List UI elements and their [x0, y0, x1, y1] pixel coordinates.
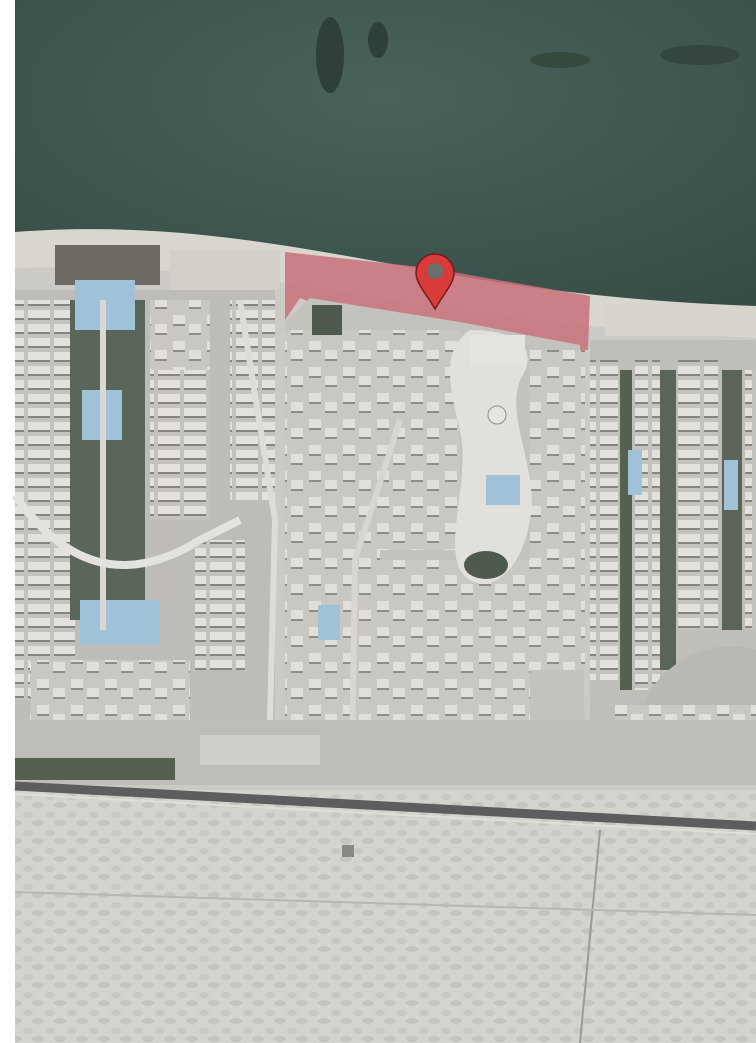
map-margin — [0, 0, 15, 1043]
map-pin-icon[interactable] — [415, 253, 455, 311]
coastal-highway — [14, 781, 756, 831]
right-compound — [590, 306, 756, 760]
central-resort — [285, 298, 585, 761]
desert-track — [579, 829, 601, 1043]
left-compound — [11, 280, 279, 730]
green-strip — [15, 758, 175, 780]
beach-umbrellas — [55, 245, 160, 285]
desert-structure — [342, 845, 354, 857]
desert-area — [15, 790, 756, 1043]
